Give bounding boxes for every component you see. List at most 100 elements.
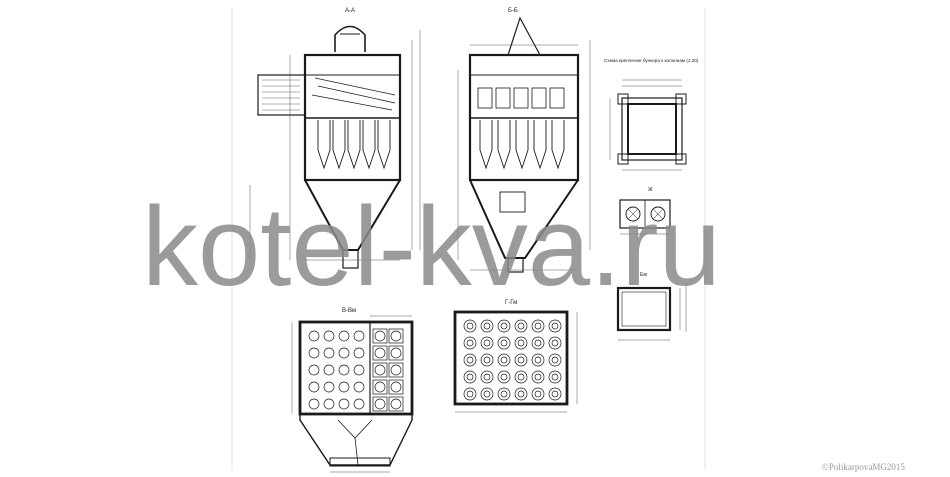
gg-cyclone-circle [548, 353, 562, 367]
vv-cyclone-box [372, 345, 388, 361]
gg-cyclone-inner [466, 356, 474, 364]
gg-cyclone-inner [500, 390, 508, 398]
gg-cyclone-inner [551, 322, 559, 330]
gg-cyclone-circle [514, 336, 528, 350]
gg-cyclone-inner [466, 373, 474, 381]
gg-cyclone-circle [480, 370, 494, 384]
gg-cyclone-circle [548, 370, 562, 384]
vv-cyclone-circle [390, 364, 402, 376]
section-label-aa: А-А [345, 8, 355, 14]
gg-cyclone-circle [463, 336, 477, 350]
vv-cyclone-box [388, 396, 404, 412]
gg-cyclone-circle [463, 387, 477, 401]
gg-cyclone-circle [497, 370, 511, 384]
gg-cyclone-circle [531, 319, 545, 333]
section-label-vv: В-Вм [342, 308, 356, 314]
gg-cyclone-inner [500, 322, 508, 330]
vv-cyclone-box [372, 362, 388, 378]
gg-cyclone-circle [514, 353, 528, 367]
gg-cyclone-circle [497, 336, 511, 350]
section-label-bb: Б-Б [508, 8, 518, 14]
vv-cyclone-box [388, 328, 404, 344]
vv-cyclone-box [372, 379, 388, 395]
gg-cyclone-circle [463, 319, 477, 333]
view-section-vv: В-Вм [291, 308, 414, 473]
gg-cyclone-circle [514, 387, 528, 401]
gg-cyclone-circle [463, 370, 477, 384]
vv-cyclone-circle [353, 330, 365, 342]
vv-cyclone-circle [390, 381, 402, 393]
copyright-text: ©PolikarpovaMG2015 [822, 462, 905, 472]
vv-cyclone-box [372, 328, 388, 344]
gg-cyclone-circle [463, 353, 477, 367]
vv-cyclone-circle [390, 330, 402, 342]
gg-cyclone-inner [500, 373, 508, 381]
vv-cyclone-circle [374, 381, 386, 393]
gg-cyclone-circle [480, 319, 494, 333]
gg-element-grid [463, 319, 562, 401]
gg-cyclone-inner [517, 373, 525, 381]
gg-cyclone-inner [500, 356, 508, 364]
vv-cyclone-circle [323, 398, 335, 410]
detail-label-e: Ем [640, 272, 647, 278]
gg-cyclone-circle [514, 370, 528, 384]
gg-cyclone-inner [517, 390, 525, 398]
section-label-gg: Г-Гм [505, 300, 517, 306]
vv-cyclone-circle [353, 364, 365, 376]
vv-cyclone-circle [353, 398, 365, 410]
vv-cyclone-circle [353, 381, 365, 393]
vv-cyclone-circle [323, 330, 335, 342]
vv-cyclone-circle [323, 364, 335, 376]
gg-cyclone-inner [517, 322, 525, 330]
gg-cyclone-circle [548, 319, 562, 333]
gg-cyclone-inner [534, 390, 542, 398]
vv-cyclone-circle [323, 381, 335, 393]
gg-cyclone-circle [514, 319, 528, 333]
vv-cyclone-circle [323, 347, 335, 359]
gg-cyclone-inner [483, 373, 491, 381]
view-section-gg: Г-Гм [453, 300, 578, 413]
gg-cyclone-inner [534, 373, 542, 381]
gg-cyclone-inner [551, 390, 559, 398]
gg-cyclone-circle [531, 370, 545, 384]
drawing-frame [231, 8, 706, 470]
gg-cyclone-inner [551, 356, 559, 364]
vv-cyclone-circle [338, 364, 350, 376]
view-section-aa: А-А [249, 8, 421, 269]
gg-cyclone-inner [534, 356, 542, 364]
view-section-bb: Б-Б [457, 8, 591, 273]
vv-cyclone-circle [308, 364, 320, 376]
gg-cyclone-circle [531, 353, 545, 367]
vv-cyclone-circle [338, 330, 350, 342]
gg-cyclone-inner [534, 339, 542, 347]
scheme-hopper-mount: Схема крепления бункера к колоннам (1:20… [604, 58, 699, 171]
gg-cyclone-circle [548, 336, 562, 350]
gg-cyclone-inner [500, 339, 508, 347]
gg-cyclone-inner [483, 356, 491, 364]
gg-cyclone-inner [551, 339, 559, 347]
gg-cyclone-inner [466, 322, 474, 330]
vv-element-grid [308, 328, 404, 412]
gg-cyclone-inner [551, 373, 559, 381]
vv-cyclone-circle [308, 381, 320, 393]
vv-cyclone-circle [390, 347, 402, 359]
vv-cyclone-circle [308, 347, 320, 359]
vv-cyclone-circle [308, 330, 320, 342]
vv-cyclone-circle [374, 398, 386, 410]
gg-cyclone-inner [483, 322, 491, 330]
vv-cyclone-circle [374, 347, 386, 359]
gg-cyclone-inner [466, 390, 474, 398]
vv-cyclone-box [388, 362, 404, 378]
gg-cyclone-circle [497, 387, 511, 401]
vv-cyclone-circle [308, 398, 320, 410]
watermark-text: kotel-kva.ru [142, 184, 721, 309]
gg-cyclone-circle [531, 387, 545, 401]
vv-cyclone-circle [374, 330, 386, 342]
gg-cyclone-inner [483, 390, 491, 398]
gg-cyclone-circle [548, 387, 562, 401]
gg-cyclone-circle [480, 387, 494, 401]
vv-cyclone-circle [338, 398, 350, 410]
gg-cyclone-circle [497, 319, 511, 333]
gg-cyclone-circle [480, 336, 494, 350]
